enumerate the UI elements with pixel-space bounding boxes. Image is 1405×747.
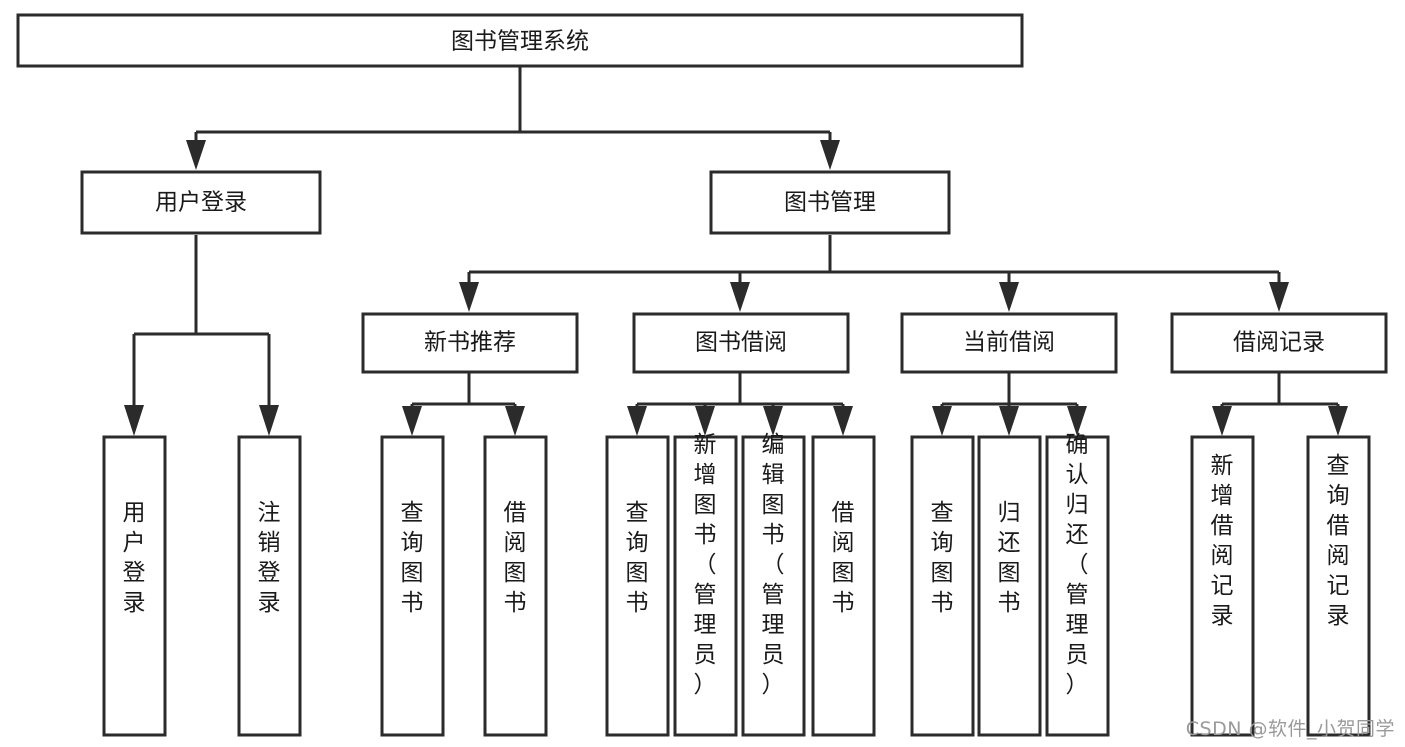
arrow-to-leaf-query-book-2: [627, 406, 647, 436]
connector-group-current-borrow: [932, 372, 1087, 436]
node-user-login[interactable]: 用户登录: [80, 170, 322, 235]
node-book-borrow[interactable]: 图书借阅: [632, 312, 850, 374]
node-root[interactable]: 图书管理系统: [16, 13, 1024, 68]
node-new-book-recommend-label: 新书推荐: [424, 330, 516, 356]
leaf-return-book-label: 归还图书: [998, 500, 1021, 616]
node-current-borrow[interactable]: 当前借阅: [900, 312, 1118, 374]
arrow-to-new-book-recommend: [459, 282, 479, 312]
leaf-edit-book-label: 编辑图书（管理员）: [762, 432, 785, 698]
node-book-manage-box[interactable]: [709, 170, 951, 235]
leaf-return-book-box[interactable]: [977, 435, 1042, 737]
node-current-borrow-label: 当前借阅: [963, 330, 1055, 356]
node-book-manage-label: 图书管理: [784, 190, 876, 216]
leaf-borrow-book-2-box[interactable]: [811, 435, 876, 737]
node-user-login-box[interactable]: [80, 170, 322, 235]
arrow-to-leaf-query-book-3: [932, 406, 952, 436]
arrow-to-leaf-add-book: [695, 406, 715, 436]
leaf-edit-book[interactable]: 编辑图书（管理员）: [741, 432, 806, 737]
connector-group-book-manage: [459, 235, 1289, 312]
leaf-query-book-2-box[interactable]: [605, 435, 670, 737]
arrow-to-leaf-logout-login: [259, 405, 279, 436]
leaf-user-login-box[interactable]: [102, 435, 167, 737]
arrow-to-leaf-query-book-1: [402, 406, 422, 436]
connector-group-book-borrow: [627, 372, 853, 436]
leaf-add-book[interactable]: 新增图书（管理员）: [673, 432, 738, 737]
arrow-to-book-borrow: [730, 282, 750, 312]
node-root-box[interactable]: [16, 13, 1024, 68]
arrow-to-borrow-record: [1269, 282, 1289, 312]
connector-group-user-login: [124, 235, 279, 436]
leaf-borrow-book-1-box[interactable]: [483, 435, 548, 737]
connector-group-root: [186, 66, 840, 170]
leaf-confirm-return[interactable]: 确认归还（管理员）: [1045, 432, 1110, 737]
leaf-logout-login[interactable]: 注销登录: [237, 435, 302, 737]
leaf-confirm-return-box[interactable]: [1045, 435, 1110, 737]
leaf-borrow-book-2[interactable]: 借阅图书: [811, 435, 876, 737]
leaf-confirm-return-label: 确认归还（管理员）: [1066, 432, 1089, 698]
arrow-to-leaf-user-login: [124, 405, 144, 436]
arrow-to-leaf-edit-book: [763, 406, 783, 436]
leaf-query-book-2-label: 查询图书: [626, 500, 649, 616]
node-borrow-record[interactable]: 借阅记录: [1170, 312, 1388, 374]
arrow-to-current-borrow: [999, 282, 1019, 312]
connector-group-new-book-recommend: [402, 372, 525, 436]
leaf-user-login-label: 用户登录: [123, 500, 146, 616]
leaf-query-book-1-box[interactable]: [380, 435, 445, 737]
arrow-to-leaf-confirm-return: [1067, 406, 1087, 436]
leaf-logout-login-box[interactable]: [237, 435, 302, 737]
leaf-query-book-1[interactable]: 查询图书: [380, 435, 445, 737]
connector-group-borrow-record: [1212, 372, 1348, 436]
node-new-book-recommend[interactable]: 新书推荐: [361, 312, 579, 374]
leaf-borrow-book-2-label: 借阅图书: [832, 500, 855, 616]
leaf-add-record-label: 新增借阅记录: [1211, 453, 1234, 629]
leaf-borrow-book-1[interactable]: 借阅图书: [483, 435, 548, 737]
leaf-query-book-2[interactable]: 查询图书: [605, 435, 670, 737]
node-book-borrow-box[interactable]: [632, 312, 850, 374]
leaf-query-record[interactable]: 查询借阅记录: [1306, 435, 1371, 737]
node-borrow-record-label: 借阅记录: [1233, 330, 1325, 356]
arrow-to-leaf-query-record: [1328, 406, 1348, 436]
leaf-query-record-box[interactable]: [1306, 435, 1371, 737]
node-user-login-label: 用户登录: [155, 190, 247, 216]
leaf-query-book-1-label: 查询图书: [401, 500, 424, 616]
leaf-add-record[interactable]: 新增借阅记录: [1190, 435, 1255, 737]
node-root-label: 图书管理系统: [451, 29, 589, 55]
leaf-query-book-3-box[interactable]: [910, 435, 975, 737]
arrow-to-leaf-add-record: [1212, 406, 1232, 436]
arrow-to-leaf-return-book: [999, 406, 1019, 436]
arrow-to-leaf-borrow-book-1: [505, 406, 525, 436]
leaf-add-record-box[interactable]: [1190, 435, 1255, 737]
leaf-logout-login-label: 注销登录: [258, 500, 281, 616]
node-book-borrow-label: 图书借阅: [695, 330, 787, 356]
leaf-add-book-label: 新增图书（管理员）: [694, 432, 717, 698]
leaf-query-book-3[interactable]: 查询图书: [910, 435, 975, 737]
leaf-add-book-box[interactable]: [673, 435, 738, 737]
leaf-query-record-label: 查询借阅记录: [1327, 453, 1350, 629]
node-book-manage[interactable]: 图书管理: [709, 170, 951, 235]
node-current-borrow-box[interactable]: [900, 312, 1118, 374]
leaf-query-book-3-label: 查询图书: [931, 500, 954, 616]
node-new-book-recommend-box[interactable]: [361, 312, 579, 374]
leaf-return-book[interactable]: 归还图书: [977, 435, 1042, 737]
arrow-to-user-login: [186, 140, 206, 170]
node-borrow-record-box[interactable]: [1170, 312, 1388, 374]
leaf-edit-book-box[interactable]: [741, 435, 806, 737]
arrow-to-book-manage: [820, 140, 840, 170]
leaf-user-login[interactable]: 用户登录: [102, 435, 167, 737]
arrow-to-leaf-borrow-book-2: [833, 406, 853, 436]
leaf-borrow-book-1-label: 借阅图书: [504, 500, 527, 616]
